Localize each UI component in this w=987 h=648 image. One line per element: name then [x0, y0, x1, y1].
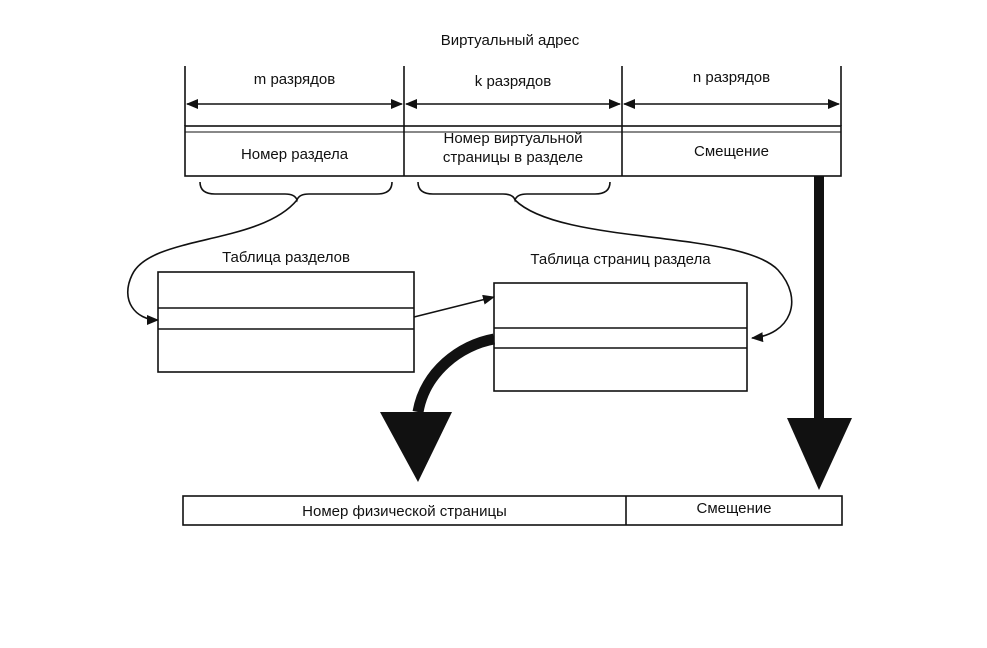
n-width-label: n разрядов — [692, 69, 771, 86]
segment-table-title: Таблица разделов — [222, 249, 350, 266]
offset-arrow — [787, 176, 852, 490]
segment-pointer-curve — [126, 199, 298, 325]
m-width-label: m разрядов — [253, 71, 336, 88]
physical-offset-field: Смещение — [696, 500, 772, 517]
segment-field-brace — [199, 181, 393, 203]
physical-address-register — [182, 495, 843, 526]
k-width-label: k разрядов — [474, 73, 552, 90]
page-field-brace — [417, 181, 611, 203]
virtual-page-number-field-line1: Номер виртуальной — [443, 130, 583, 147]
page-table — [493, 282, 748, 392]
diagram-title: Виртуальный адрес — [440, 32, 580, 49]
page-pointer-curve — [514, 199, 793, 343]
physical-page-number-field: Номер физической страницы — [302, 503, 507, 520]
segment-to-page-table-arrow — [413, 294, 495, 318]
virtual-page-number-field-line2: страницы в разделе — [442, 149, 584, 166]
segment-table — [157, 271, 415, 373]
virtual-address-register — [184, 125, 842, 177]
segment-number-field: Номер раздела — [240, 146, 349, 163]
field-braces — [199, 181, 611, 203]
bit-width-dimensions — [184, 66, 842, 126]
page-table-title: Таблица страниц раздела — [530, 251, 711, 268]
offset-field: Смещение — [693, 143, 769, 160]
physical-page-arrow — [380, 333, 496, 482]
